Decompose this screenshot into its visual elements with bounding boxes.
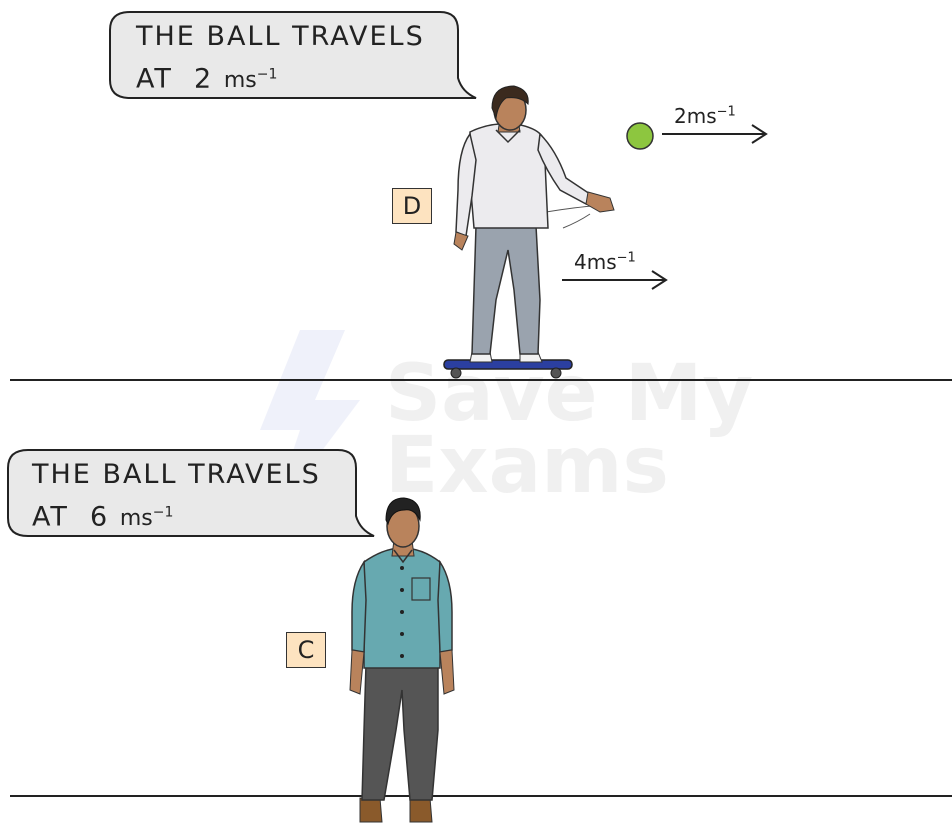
speech-text-bottom: THE BALL TRAVELS AT 6 ms−1	[32, 456, 321, 538]
ball-velocity-unit: ms	[686, 104, 717, 128]
skater-velocity-exponent: −1	[616, 250, 636, 266]
speech-bottom-value: 6	[90, 501, 110, 533]
speech-bubble-top	[109, 11, 477, 99]
speech-bottom-unit: ms	[119, 506, 153, 532]
ball-velocity-label: 2ms−1	[674, 104, 736, 128]
person-label-c: C	[286, 632, 326, 668]
speech-bottom-exponent: −1	[152, 505, 174, 521]
ball-velocity-value: 2	[674, 104, 687, 128]
skateboard	[443, 359, 573, 370]
watermark-bolt-icon	[260, 330, 360, 520]
skater-velocity-arrow	[562, 270, 668, 290]
speech-top-exponent: −1	[256, 67, 278, 83]
speech-top-value: 2	[194, 63, 214, 95]
speech-bubble-bottom	[7, 449, 375, 537]
speech-text-top: THE BALL TRAVELS AT 2 ms−1	[136, 18, 425, 100]
ball-velocity-arrow	[662, 124, 768, 144]
skater-velocity-unit: ms	[586, 250, 617, 274]
speech-bottom-line2: AT 6 ms−1	[32, 494, 321, 538]
skater-velocity-value: 4	[574, 250, 587, 274]
skater-velocity-label: 4ms−1	[574, 250, 636, 274]
standing-person	[349, 497, 455, 823]
speech-top-line1: THE BALL TRAVELS	[136, 21, 425, 52]
speech-bottom-prefix: AT	[32, 501, 69, 533]
ball-velocity-exponent: −1	[716, 104, 736, 120]
watermark: Save My Exams	[260, 330, 753, 520]
speech-bottom-line1: THE BALL TRAVELS	[32, 459, 321, 490]
speech-top-prefix: AT	[136, 63, 173, 95]
skateboarder-person	[443, 85, 615, 379]
ball	[626, 122, 654, 150]
speech-top-line2: AT 2 ms−1	[136, 56, 425, 100]
watermark-line2: Exams	[385, 421, 669, 511]
person-label-d: D	[392, 188, 432, 224]
speech-top-unit: ms	[223, 68, 257, 94]
